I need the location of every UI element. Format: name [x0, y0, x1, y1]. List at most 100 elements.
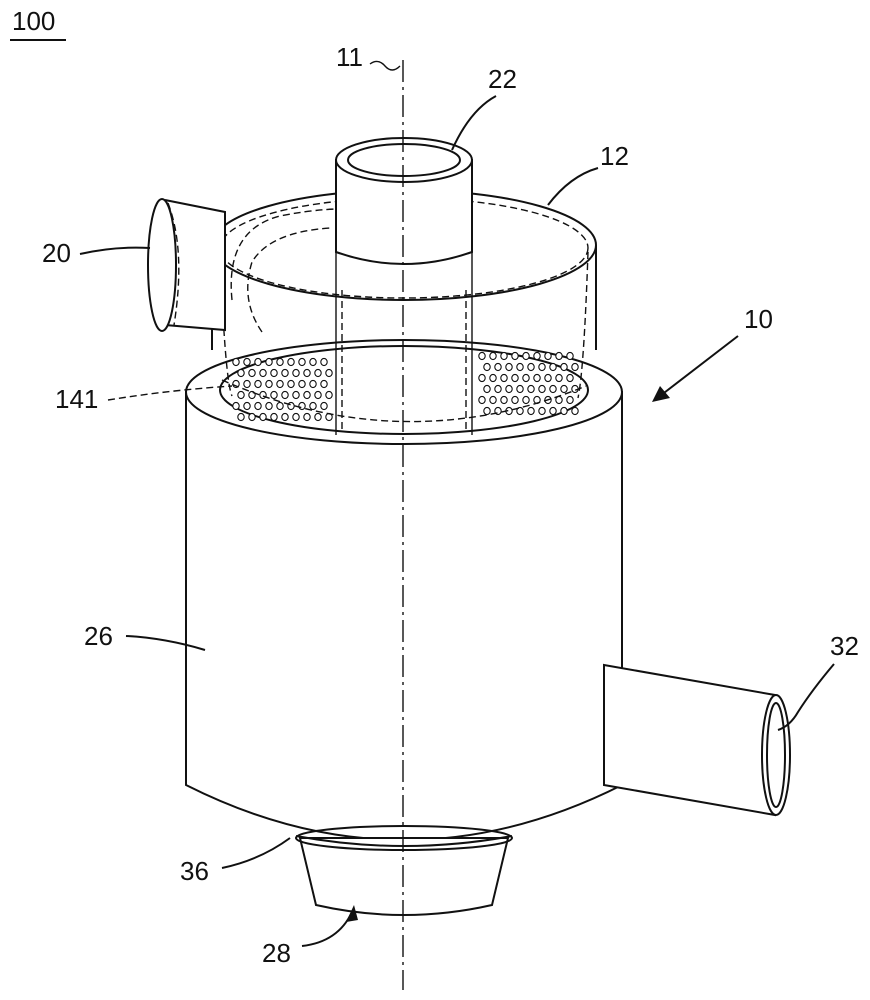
perforation-hole — [310, 380, 316, 387]
perforation-hole — [528, 407, 534, 414]
perforation-hole — [271, 369, 277, 376]
perforation-hole — [293, 413, 299, 420]
perforation-hole — [539, 407, 545, 414]
perforation-hole — [304, 369, 310, 376]
perforation-hole — [495, 385, 501, 392]
perforation-hole — [293, 391, 299, 398]
perforation-hole — [501, 352, 507, 359]
perforation-hole — [244, 402, 250, 409]
perforation-hole — [255, 402, 261, 409]
label-141: 141 — [55, 384, 98, 414]
perforation-hole — [479, 352, 485, 359]
perforation-hole — [479, 396, 485, 403]
label-12: 12 — [600, 141, 629, 171]
perforation-hole — [271, 413, 277, 420]
leader-36 — [222, 838, 290, 868]
perforation-hole — [288, 358, 294, 365]
perforation-hole — [244, 380, 250, 387]
figure-number-100: 100 — [12, 6, 55, 36]
perforation-hole — [282, 391, 288, 398]
perforation-hole — [550, 385, 556, 392]
leader-28 — [302, 912, 352, 946]
perforation-hole — [512, 374, 518, 381]
perforation-hole — [567, 352, 573, 359]
perforation-hole — [490, 352, 496, 359]
perforation-hole — [561, 363, 567, 370]
perforation-hole — [572, 363, 578, 370]
perforation-hole — [512, 352, 518, 359]
perforation-hole — [523, 352, 529, 359]
perforation-hole — [282, 369, 288, 376]
perforation-hole — [567, 374, 573, 381]
perforation-hole — [534, 352, 540, 359]
perforation-hole — [517, 385, 523, 392]
label-20: 20 — [42, 238, 71, 268]
label-36: 36 — [180, 856, 209, 886]
perforation-hole — [539, 363, 545, 370]
perforation-hole — [561, 385, 567, 392]
perforation-hole — [321, 358, 327, 365]
perforation-hole — [321, 380, 327, 387]
perforation-hole — [315, 369, 321, 376]
perforation-hole — [293, 369, 299, 376]
perforation-hole — [304, 391, 310, 398]
perforation-hole — [255, 380, 261, 387]
label-26: 26 — [84, 621, 113, 651]
perforation-hole — [550, 407, 556, 414]
perforation-hole — [260, 413, 266, 420]
label-11: 11 — [336, 42, 363, 72]
perforation-hole — [260, 369, 266, 376]
perforation-hole — [299, 358, 305, 365]
perforation-hole — [238, 413, 244, 420]
perforation-hole — [556, 352, 562, 359]
perforation-hole — [545, 374, 551, 381]
leader-22 — [452, 96, 496, 150]
perforation-hole — [315, 391, 321, 398]
perforation-hole — [523, 374, 529, 381]
perforation-hole — [501, 396, 507, 403]
perforation-hole — [310, 402, 316, 409]
perforation-hole — [326, 369, 332, 376]
perforation-hole — [249, 413, 255, 420]
perforation-hole — [523, 396, 529, 403]
label-22: 22 — [488, 64, 517, 94]
perforation-hole — [277, 358, 283, 365]
arrow-10 — [652, 386, 670, 402]
perforation-hole — [233, 358, 239, 365]
perforation-hole — [233, 402, 239, 409]
perforation-hole — [484, 363, 490, 370]
label-32: 32 — [830, 631, 859, 661]
perforation-hole — [479, 374, 485, 381]
perforation-hole — [266, 358, 272, 365]
label-10: 10 — [744, 304, 773, 334]
perforation-hole — [490, 396, 496, 403]
leader-11 — [370, 61, 400, 70]
perforation-hole — [326, 391, 332, 398]
perforation-hole — [495, 363, 501, 370]
perforation-hole — [506, 363, 512, 370]
perforation-hole — [517, 363, 523, 370]
perforation-hole — [528, 363, 534, 370]
perforation-hole — [484, 407, 490, 414]
perforation-hole — [249, 369, 255, 376]
perforation-hole — [315, 413, 321, 420]
perforation-hole — [490, 374, 496, 381]
perforation-hole — [506, 385, 512, 392]
perforation-hole — [238, 391, 244, 398]
perforation-hole — [528, 385, 534, 392]
perforation-hole — [299, 380, 305, 387]
perforation-hole — [299, 402, 305, 409]
leader-20 — [80, 248, 150, 254]
leader-10 — [660, 336, 738, 396]
bottom-cone — [296, 826, 512, 915]
leader-12 — [548, 168, 598, 205]
label-28: 28 — [262, 938, 291, 968]
perforation-hole — [282, 413, 288, 420]
perforation-hole — [572, 407, 578, 414]
inlet-pipe — [148, 199, 225, 331]
perforation-hole — [271, 391, 277, 398]
perforation-hole — [244, 358, 250, 365]
perforation-hole — [321, 402, 327, 409]
perforation-hole — [567, 396, 573, 403]
